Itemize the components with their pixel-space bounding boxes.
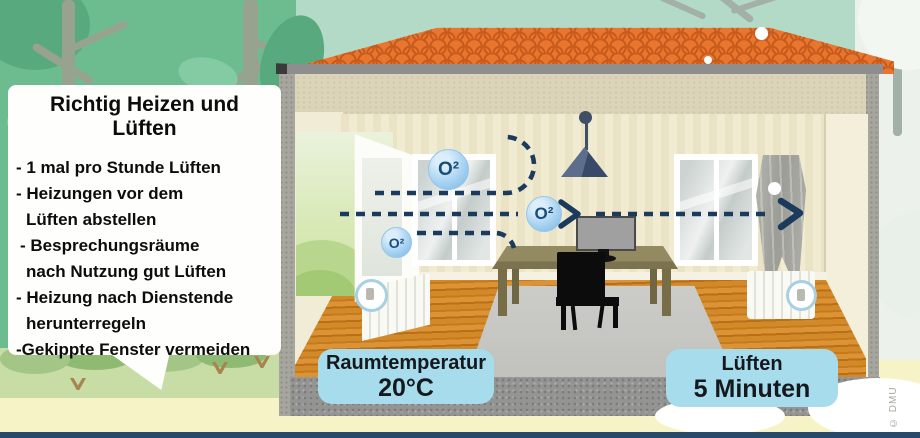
desk-leg (650, 266, 657, 304)
curtain-dot (768, 182, 781, 195)
bottom-border (0, 432, 920, 438)
infobox-title: Richtig Heizen und Lüften (50, 93, 239, 140)
infobox-line: Lüften abstellen (26, 210, 157, 229)
lamp-rod (585, 118, 588, 150)
thermostat-icon (786, 280, 817, 311)
bare-tree-branch (730, 0, 785, 15)
chair-leg (561, 306, 566, 330)
oxygen-bubble: O² (526, 196, 562, 232)
window-glass (680, 160, 752, 260)
window-divider (714, 160, 719, 260)
ventilation-value: 5 Minuten (693, 375, 811, 403)
ventilation-label: Lüften (721, 353, 783, 375)
thermostat-knob (797, 289, 805, 301)
desk-leg (662, 268, 671, 316)
infobox-line: - Heizungen vor dem (16, 184, 184, 203)
bare-tree-trunk (893, 8, 902, 136)
infobox-line: - Heizung nach Dienstende (16, 288, 234, 307)
monitor (576, 216, 636, 251)
infobox-line: nach Nutzung gut Lüften (26, 262, 227, 281)
chair-back (557, 252, 605, 299)
room-temperature-badge: Raumtemperatur 20°C (318, 349, 494, 404)
oxygen-bubble: O² (428, 149, 469, 190)
lamp-mount (579, 111, 592, 124)
oxygen-bubble: O² (381, 227, 412, 258)
exterior-wall-left (279, 70, 295, 416)
snow-dot (704, 56, 712, 64)
window-divider (452, 160, 457, 260)
desk-leg (512, 266, 519, 304)
infobox-line: -Gekippte Fenster vermeiden (16, 340, 251, 359)
infobox: Richtig Heizen und Lüften - 1 mal pro St… (8, 85, 281, 359)
room-temperature-value: 20°C (378, 373, 434, 402)
window-right (674, 154, 758, 266)
chair-leg (613, 300, 618, 328)
watermark: © DMU (888, 386, 899, 428)
thermostat-knob (366, 288, 374, 300)
infobox-line: - 1 mal pro Stunde Lüften (16, 158, 221, 177)
thermostat-icon (355, 279, 388, 312)
snow-dot (755, 27, 768, 40)
bare-tree-branch (649, 0, 707, 20)
chair-seat (556, 297, 619, 306)
desk-leg (498, 268, 507, 316)
infobox-line: - Besprechungsräume (20, 236, 200, 255)
room-temperature-label: Raumtemperatur (325, 351, 487, 374)
roof-fascia (287, 64, 883, 74)
infobox-line: herunterregeln (26, 314, 146, 333)
open-window-sash (354, 134, 419, 302)
sash-glass (362, 158, 402, 276)
ventilation-badge: Lüften 5 Minuten (666, 349, 838, 407)
